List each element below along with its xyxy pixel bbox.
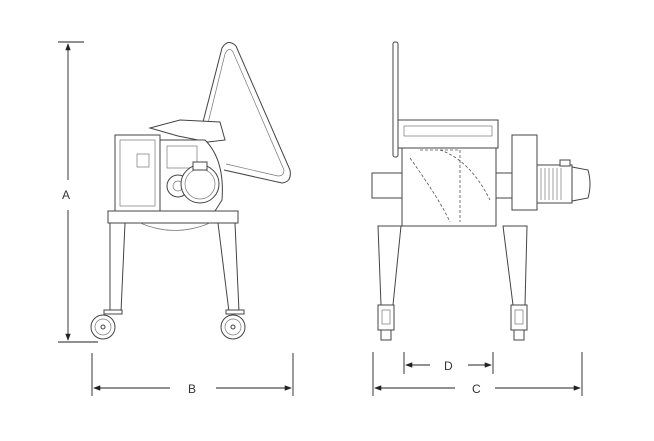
leg-left	[109, 222, 126, 313]
top-frame	[397, 119, 499, 149]
leg-front-left	[377, 225, 402, 306]
leg-right	[217, 222, 240, 313]
handle-bar	[392, 41, 399, 158]
motor	[180, 164, 220, 204]
dimension-label-c: C	[472, 382, 481, 396]
drive-motor	[536, 164, 573, 204]
bearing-left	[371, 172, 403, 199]
dimension-a	[58, 41, 98, 343]
dimension-label-b: B	[188, 382, 196, 396]
motor-fan-cover	[571, 166, 591, 202]
table-frame	[107, 210, 239, 224]
dimension-c	[372, 352, 583, 396]
front-view	[371, 41, 591, 341]
caster-right	[220, 314, 246, 340]
dimension-label-a: A	[62, 188, 70, 202]
bearing-right	[495, 172, 515, 199]
caster-left	[90, 314, 116, 340]
belt-guard	[511, 134, 538, 211]
hopper	[148, 119, 226, 143]
handle-loop	[202, 42, 291, 184]
leg-front-right	[502, 225, 528, 306]
side-view	[90, 42, 291, 340]
dimension-b	[91, 353, 294, 396]
mill-body	[401, 147, 497, 227]
dimension-d	[403, 352, 494, 374]
electrical-cabinet	[114, 134, 161, 212]
dimension-label-d: D	[444, 359, 453, 373]
caster-front-right	[510, 304, 528, 341]
caster-front-left	[377, 304, 395, 341]
